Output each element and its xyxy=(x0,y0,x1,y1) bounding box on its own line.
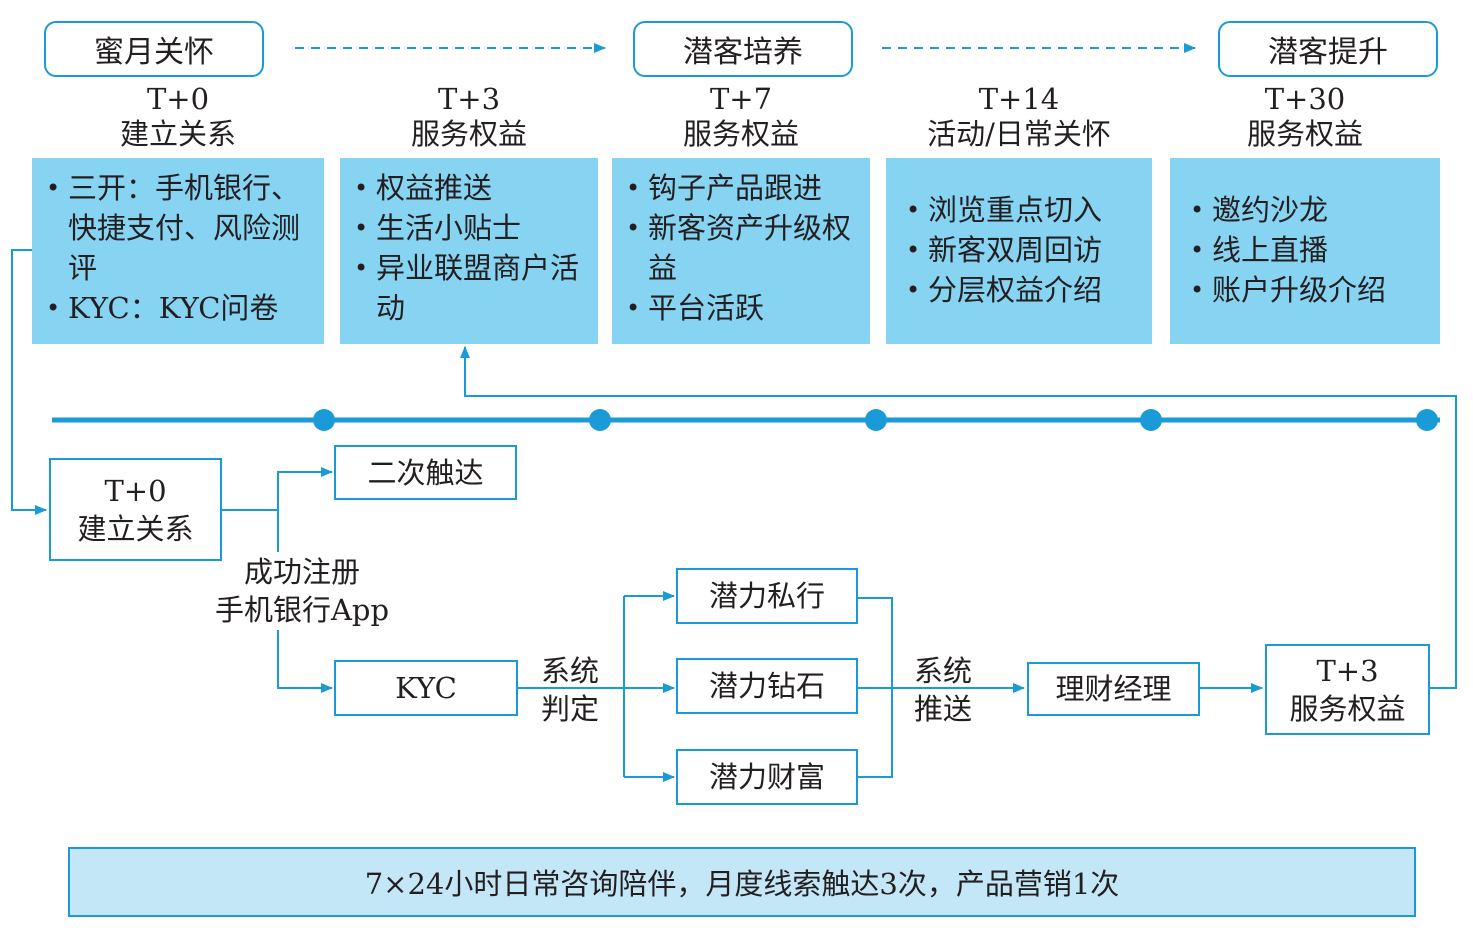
kyc-label: KYC xyxy=(395,671,457,705)
connector-to-second-touch xyxy=(277,467,333,510)
stage-day: T+30 xyxy=(1264,82,1346,116)
manager-label: 理财经理 xyxy=(1055,672,1172,706)
stage-title: 服务权益 xyxy=(682,117,799,151)
end-title: 服务权益 xyxy=(1289,691,1406,726)
stage-title: 建立关系 xyxy=(119,117,236,151)
push-label-line: 推送 xyxy=(913,692,972,726)
second-touch-box: 二次触达 xyxy=(334,445,517,500)
stage-item: 邀约沙龙 xyxy=(1190,190,1426,230)
phase-upgrade: 潜客提升 xyxy=(1218,21,1438,77)
tier-label: 潜力私行 xyxy=(708,579,825,613)
stage-title: 服务权益 xyxy=(1246,117,1363,151)
stage-title: 服务权益 xyxy=(410,117,527,151)
stage-day: T+7 xyxy=(709,82,773,116)
stage-panel-4: 浏览重点切入新客双周回访分层权益介绍 xyxy=(886,158,1152,344)
phase-label: 潜客培养 xyxy=(683,35,803,70)
tier-label: 潜力财富 xyxy=(708,760,825,794)
judge-label-line: 判定 xyxy=(540,692,599,726)
register-label-line: 手机银行App xyxy=(214,593,390,627)
stage-title: 活动/日常关怀 xyxy=(927,117,1111,151)
tier-box-private: 潜力私行 xyxy=(676,568,858,624)
timeline-dot xyxy=(865,409,887,431)
second-touch-label: 二次触达 xyxy=(367,455,484,490)
kyc-box: KYC xyxy=(334,660,518,716)
judge-label-line: 系统 xyxy=(540,654,599,688)
start-day: T+0 xyxy=(104,473,167,508)
start-title: 建立关系 xyxy=(77,511,194,546)
end-box: T+3 服务权益 xyxy=(1265,644,1430,735)
connector-to-kyc xyxy=(277,630,333,693)
end-day: T+3 xyxy=(1316,653,1379,688)
manager-box: 理财经理 xyxy=(1027,662,1200,716)
stage-item: 线上直播 xyxy=(1190,230,1426,270)
stage-panel-5: 邀约沙龙线上直播账户升级介绍 xyxy=(1170,158,1440,344)
stage-item: 浏览重点切入 xyxy=(906,190,1138,230)
stage-item: 三开：手机银行、快捷支付、风险测评 xyxy=(46,168,318,288)
stage-item: 账户升级介绍 xyxy=(1190,270,1426,310)
timeline-dot xyxy=(1140,409,1162,431)
connector-end-to-panel-2 xyxy=(460,346,1457,689)
footer-banner: 7×24小时日常咨询陪伴，月度线索触达3次，产品营销1次 xyxy=(68,847,1416,917)
push-label-line: 系统 xyxy=(913,654,972,688)
tier-box-wealth: 潜力财富 xyxy=(676,749,858,805)
phase-honeymoon: 蜜月关怀 xyxy=(44,21,264,77)
footer-text: 7×24小时日常咨询陪伴，月度线索触达3次，产品营销1次 xyxy=(364,867,1120,901)
tier-label: 潜力钻石 xyxy=(708,669,825,703)
stage-day: T+3 xyxy=(437,82,501,116)
timeline-dot xyxy=(1416,409,1438,431)
stage-panel-1: 三开：手机银行、快捷支付、风险测评KYC：KYC问卷 xyxy=(32,158,324,344)
tier-box-diamond: 潜力钻石 xyxy=(676,658,858,714)
register-label-line: 成功注册 xyxy=(243,555,360,589)
phase-label: 蜜月关怀 xyxy=(94,35,214,70)
stage-item: 平台活跃 xyxy=(626,288,856,328)
stage-item: KYC：KYC问卷 xyxy=(46,288,318,328)
stage-day: T+0 xyxy=(146,82,210,116)
register-label: 成功注册 手机银行App xyxy=(188,553,416,629)
stage-item: 异业联盟商户活动 xyxy=(354,248,584,328)
stage-item: 权益推送 xyxy=(354,168,584,208)
stage-panel-3: 钩子产品跟进新客资产升级权益平台活跃 xyxy=(612,158,870,344)
judge-label: 系统 判定 xyxy=(530,652,610,728)
push-label: 系统 推送 xyxy=(903,652,983,728)
stage-item: 新客双周回访 xyxy=(906,230,1138,270)
stage-panel-2: 权益推送生活小贴士异业联盟商户活动 xyxy=(340,158,598,344)
stage-item: 分层权益介绍 xyxy=(906,270,1138,310)
timeline-dot xyxy=(589,409,611,431)
stage-item: 钩子产品跟进 xyxy=(626,168,856,208)
timeline-dot xyxy=(313,409,335,431)
phase-label: 潜客提升 xyxy=(1268,35,1388,70)
stage-item: 新客资产升级权益 xyxy=(626,208,856,288)
phase-nurture: 潜客培养 xyxy=(633,21,853,77)
stage-item: 生活小贴士 xyxy=(354,208,584,248)
connector-panel-to-start xyxy=(11,249,47,515)
start-box: T+0 建立关系 xyxy=(49,458,222,561)
stage-day: T+14 xyxy=(978,82,1060,116)
